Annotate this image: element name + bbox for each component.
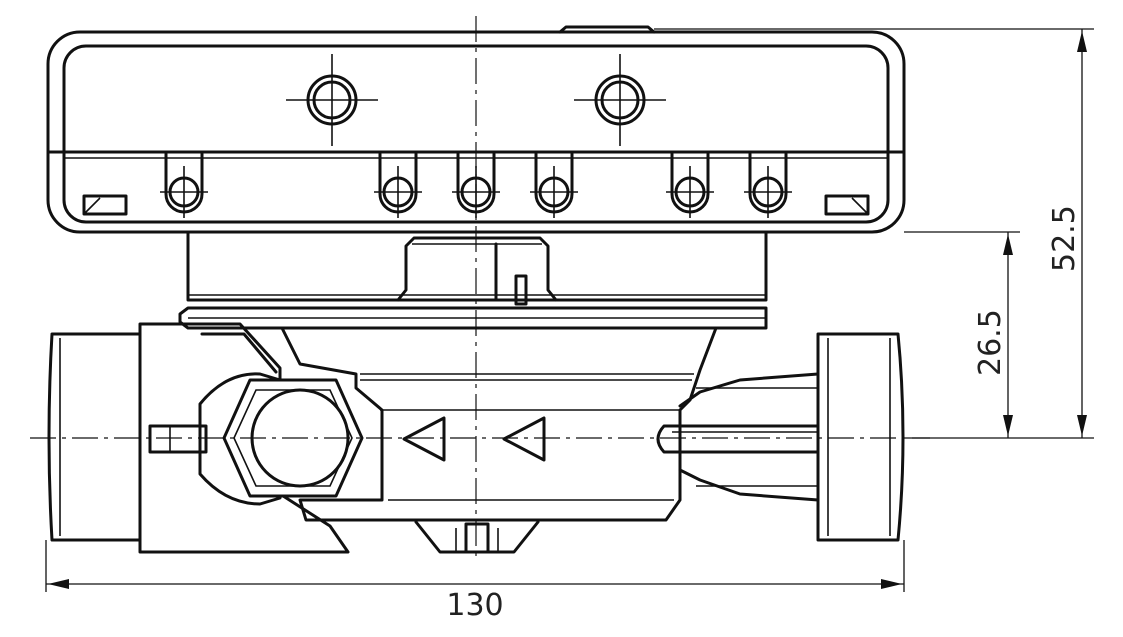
dimension-length: 130 xyxy=(45,540,905,623)
clip-tab xyxy=(514,274,528,306)
terminal-hole xyxy=(530,152,578,218)
neck-adapter xyxy=(178,230,768,330)
terminal-hole xyxy=(666,152,714,218)
height-total-label: 52.5 xyxy=(1047,205,1082,272)
pipe-body xyxy=(47,322,905,554)
terminal-hole xyxy=(744,152,792,218)
dimension-height-axis: 26.5 xyxy=(904,231,1020,438)
left-slot xyxy=(82,194,128,216)
right-slot xyxy=(824,194,870,216)
seal-hole-left xyxy=(286,54,378,146)
flow-arrow-right xyxy=(502,416,546,462)
terminal-hole xyxy=(374,152,422,218)
center-lines xyxy=(30,16,930,556)
height-axis-label: 26.5 xyxy=(973,309,1008,376)
drain-plug xyxy=(464,522,490,554)
seal-hole-right xyxy=(574,54,666,146)
terminal-hole xyxy=(160,152,208,218)
length-label: 130 xyxy=(446,588,503,623)
hex-nut xyxy=(198,372,364,506)
flow-arrow-left xyxy=(402,416,446,462)
dimension-height-total: 52.5 xyxy=(654,28,1094,439)
flow-arrows xyxy=(402,416,546,462)
